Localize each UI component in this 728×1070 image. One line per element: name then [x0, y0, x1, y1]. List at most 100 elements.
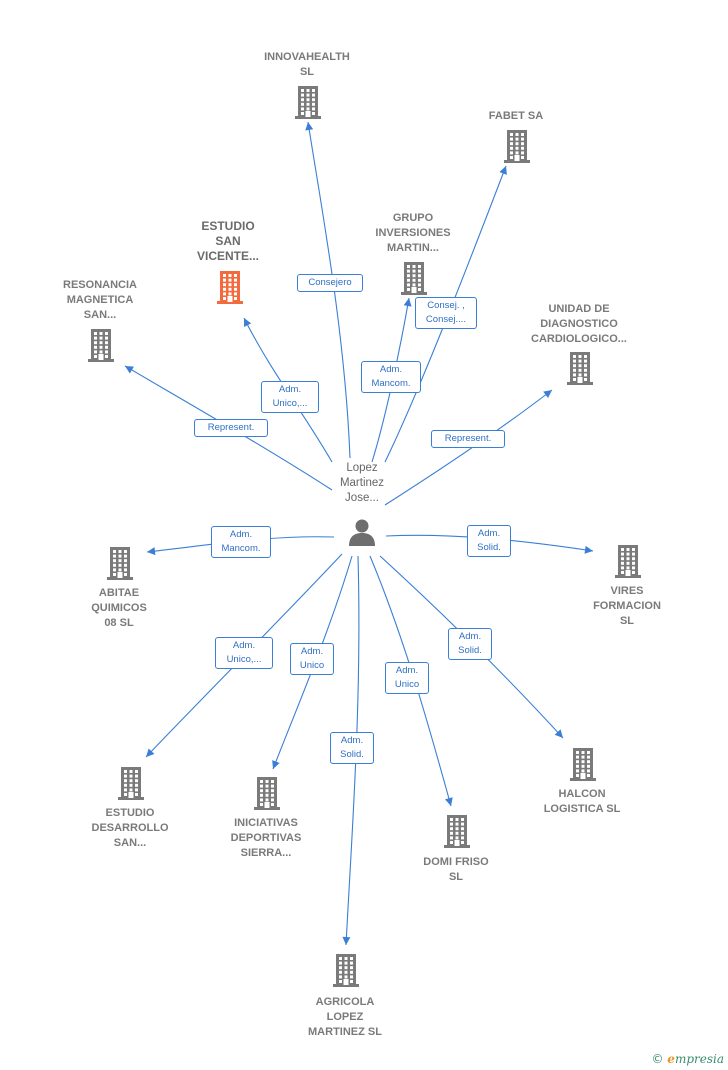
company-label-line: CARDIOLOGICO... [531, 333, 627, 345]
company-label-line: INICIATIVAS [234, 817, 298, 829]
relation-label-line: Unico [394, 679, 420, 690]
relation-label-estudio-desarrollo[interactable]: Adm. Unico,... [215, 637, 273, 669]
relation-label-agricola[interactable]: Adm. Solid. [330, 732, 374, 764]
relation-label-grupo-inversiones[interactable]: Adm.Mancom. [361, 361, 421, 393]
relation-label-line: Adm. [300, 646, 324, 657]
building-icon[interactable] [217, 270, 243, 304]
relation-label-line: Adm. [458, 631, 482, 642]
company-label-line: MARTINEZ SL [308, 1026, 382, 1038]
company-label-line: AGRICOLA [315, 996, 375, 1008]
company-label-fabet[interactable]: FABET SA [451, 109, 581, 124]
relation-label-line: Adm. [395, 665, 419, 676]
edge-arrow-abitae [147, 547, 156, 556]
relation-label-line: Consej. , [427, 300, 465, 311]
relation-label-fabet[interactable]: Consej. , Consej.... [415, 297, 477, 329]
relation-label-line: Unico [299, 660, 325, 671]
relation-label-line: Adm. [340, 735, 364, 746]
person-name-line: Jose... [345, 492, 379, 504]
company-label-grupo-inversiones[interactable]: GRUPO INVERSIONES MARTIN... [348, 211, 478, 256]
company-label-line: SAN... [83, 309, 117, 321]
building-icon[interactable] [444, 814, 470, 848]
person-icon[interactable] [348, 518, 376, 551]
company-label-line: LOGISTICA SL [543, 803, 621, 815]
company-label-line: VICENTE... [196, 249, 259, 263]
relation-label-halcon[interactable]: Adm.Solid. [448, 628, 492, 660]
relation-label-line: Adm. [232, 640, 256, 651]
company-label-line: DIAGNOSTICO [540, 318, 618, 330]
relation-label-line: Unico,... [226, 654, 262, 665]
company-label-line: VIRES [610, 585, 644, 597]
edge-arrow-resonancia [125, 366, 134, 374]
relation-label-line: Adm. [229, 529, 253, 540]
relation-label-domi-friso[interactable]: Adm. Unico [385, 662, 429, 694]
relation-label-vires[interactable]: Adm.Solid. [467, 525, 511, 557]
company-label-line: INVERSIONES [375, 227, 451, 239]
company-label-line: ESTUDIO [105, 807, 155, 819]
building-icon[interactable] [333, 953, 359, 987]
brand-logo: © empresia [651, 1052, 724, 1066]
relation-label-line: Solid. [477, 542, 501, 553]
company-label-line: ABITAE [98, 587, 140, 599]
relation-label-line: Consej.... [425, 314, 467, 325]
edge-arrow-innovahealth [305, 122, 314, 131]
building-icon[interactable] [107, 546, 133, 580]
company-label-line: SIERRA... [240, 847, 292, 859]
building-icon[interactable] [567, 351, 593, 385]
relation-label-abitae[interactable]: Adm. Mancom. [211, 526, 271, 558]
company-label-line: SAN [215, 234, 241, 248]
building-icon[interactable] [570, 747, 596, 781]
edge-arrow-domi-friso [445, 797, 453, 806]
edge-arrow-grupo-inversiones [403, 298, 412, 307]
relation-label-line: Consejero [308, 277, 352, 288]
company-label-line: RESONANCIA [63, 279, 137, 291]
person-name-line: Lopez [346, 462, 378, 474]
building-icon[interactable] [401, 261, 427, 295]
building-icon[interactable] [118, 766, 144, 800]
brand-name: mpresia [674, 1052, 724, 1066]
relation-label-innovahealth[interactable]: Consejero [297, 274, 363, 292]
edge-arrow-estudio-san-vicente [244, 318, 252, 327]
copyright-symbol: © [651, 1052, 664, 1066]
company-label-halcon[interactable]: HALCON LOGISTICA SL [517, 787, 647, 817]
relation-label-line: Mancom. [221, 543, 261, 554]
relation-label-estudio-san-vicente[interactable]: Adm.Unico,... [261, 381, 319, 413]
company-label-line: HALCON [558, 788, 606, 800]
building-icon[interactable] [88, 328, 114, 362]
company-label-unidad-diagnostico[interactable]: UNIDAD DE DIAGNOSTICO CARDIOLOGICO... [514, 302, 644, 347]
building-icon[interactable] [615, 544, 641, 578]
company-label-line: FABET SA [488, 110, 544, 122]
relation-label-line: Unico,... [272, 398, 308, 409]
brand-initial: e [667, 1052, 675, 1066]
company-label-line: SL [619, 615, 635, 627]
edge-arrow-estudio-desarrollo [146, 748, 155, 757]
relation-label-unidad-diagnostico[interactable]: Represent. [431, 430, 505, 448]
edge-arrow-halcon [554, 729, 563, 738]
relation-label-iniciativas[interactable]: Adm. Unico [290, 643, 334, 675]
edge-arrow-agricola [342, 936, 351, 945]
relation-label-line: Solid. [340, 749, 364, 760]
building-icon[interactable] [295, 85, 321, 119]
edge-arrow-vires [584, 545, 593, 554]
building-icon[interactable] [504, 129, 530, 163]
company-label-line: ESTUDIO [201, 219, 255, 233]
relation-label-resonancia[interactable]: Represent. [194, 419, 268, 437]
edge-line-unidad-diagnostico [384, 389, 553, 506]
relation-label-line: Represent. [207, 422, 255, 433]
company-label-line: GRUPO [392, 212, 434, 224]
company-label-line: UNIDAD DE [548, 303, 610, 315]
relation-label-line: Adm. [379, 364, 403, 375]
company-label-line: MARTIN... [387, 242, 439, 254]
company-label-line: SL [299, 66, 315, 78]
relation-label-line: Represent. [444, 433, 492, 444]
building-icon[interactable] [254, 776, 280, 810]
